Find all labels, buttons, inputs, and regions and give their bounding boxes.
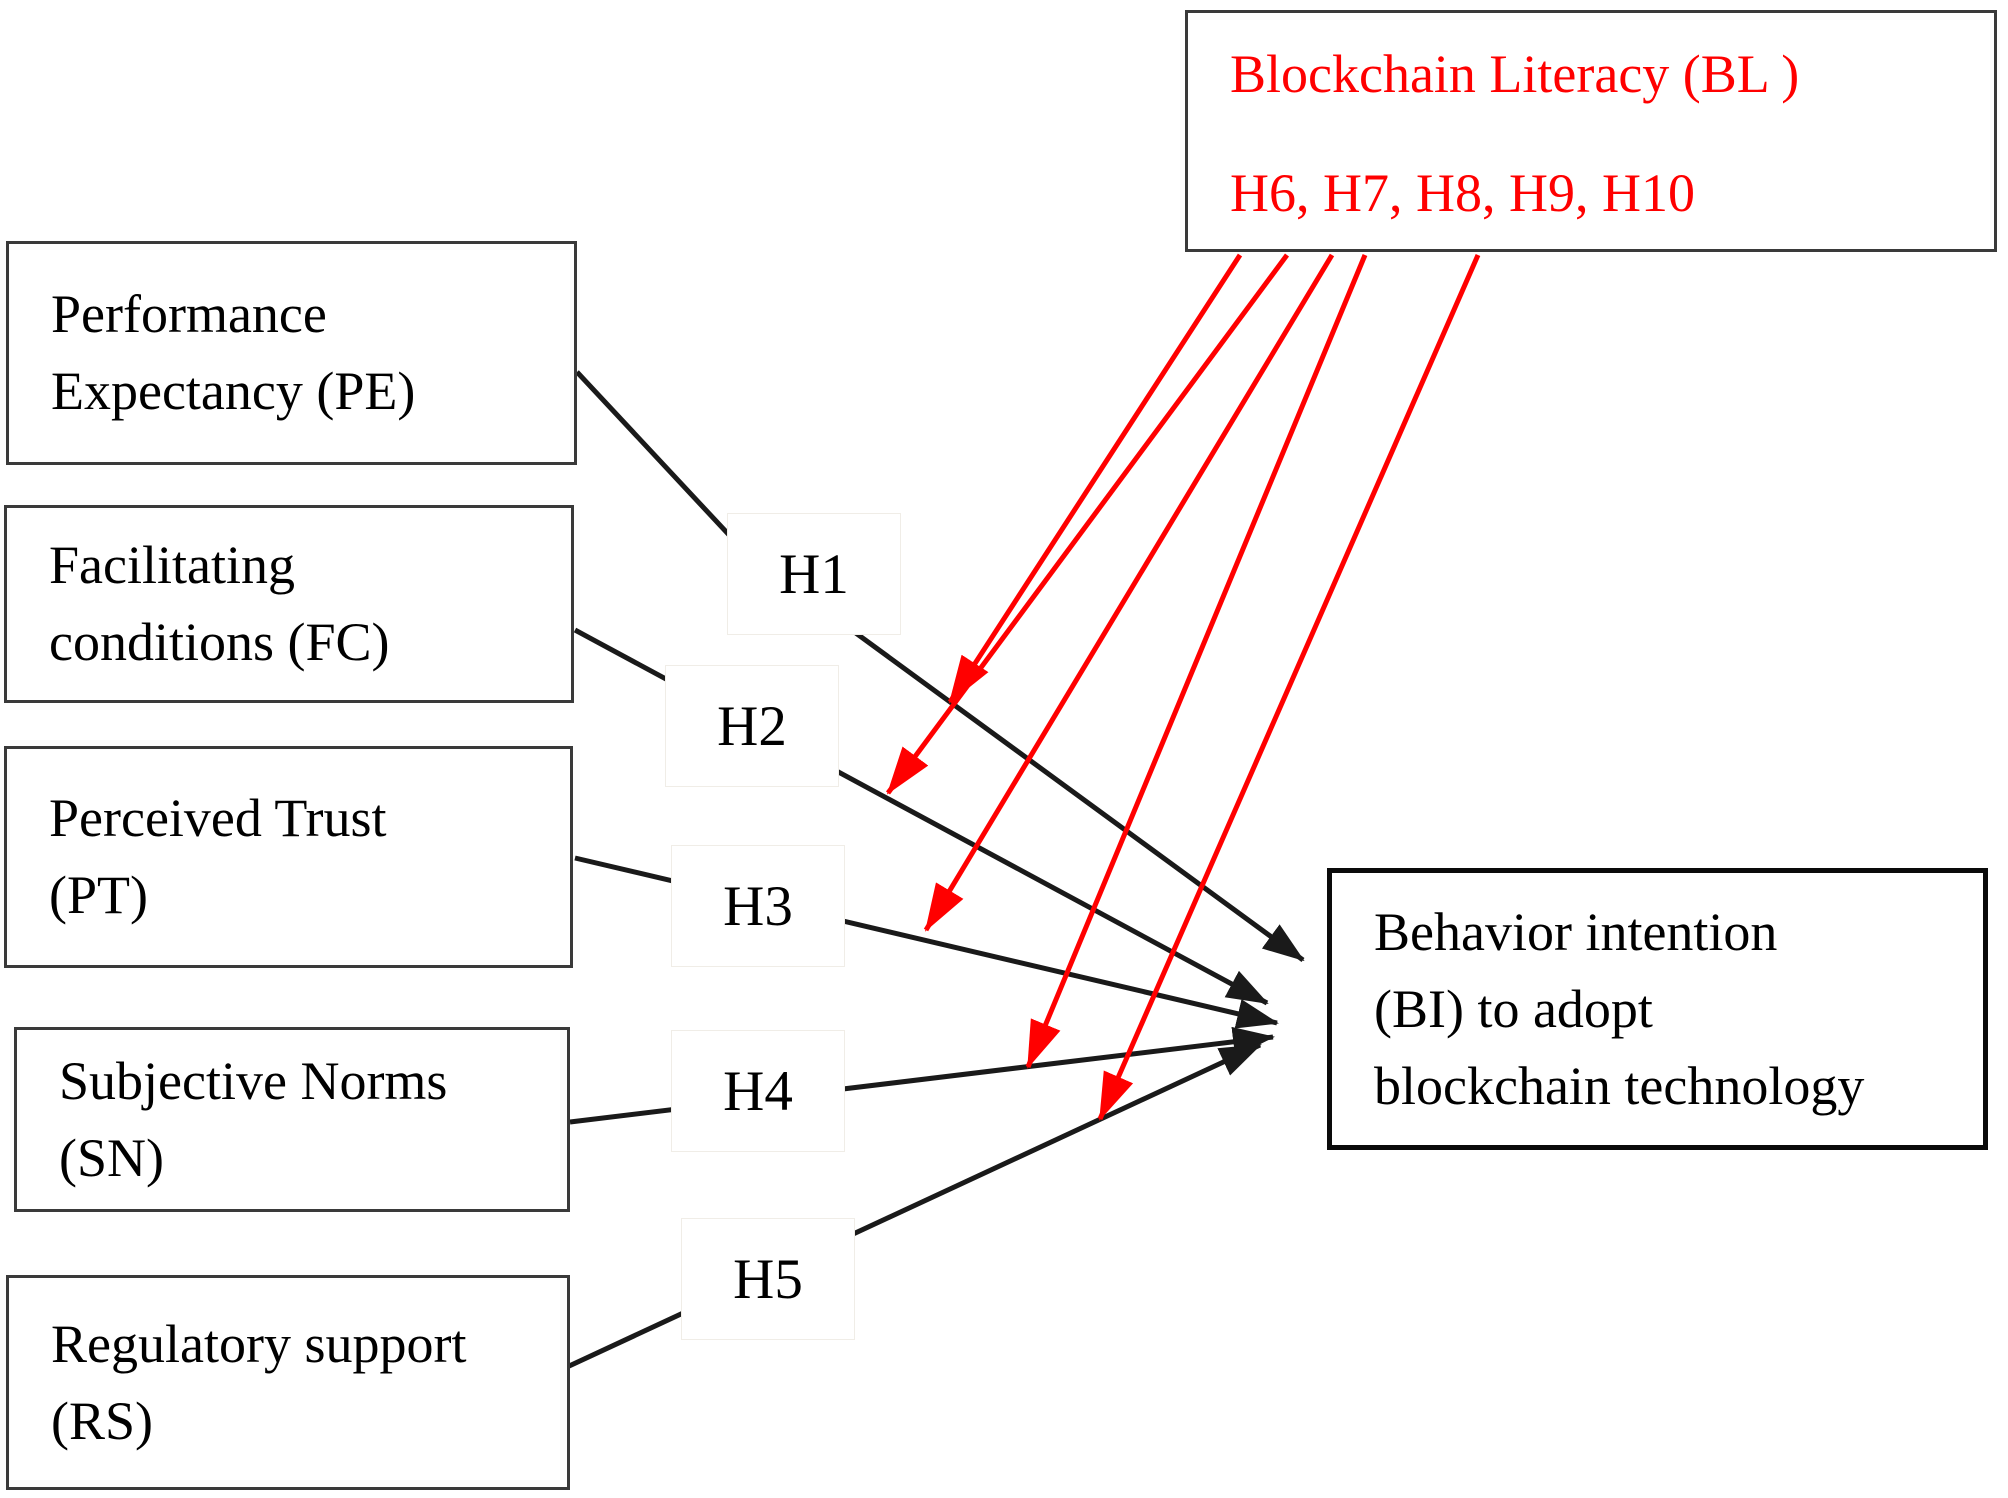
- hypothesis-label-h2: H2: [665, 665, 839, 787]
- behavior-intention-box: Behavior intention (BI) to adopt blockch…: [1327, 868, 1988, 1150]
- performance-expectancy-line2: Expectancy (PE): [51, 361, 416, 421]
- subjective-norms-line2: (SN): [59, 1127, 164, 1188]
- hypothesis-label-h1: H1: [727, 513, 901, 635]
- performance-expectancy-box: Performance Expectancy (PE): [6, 241, 577, 465]
- hypothesis-label-h5: H5: [681, 1218, 855, 1340]
- subjective-norms-box: Subjective Norms (SN): [14, 1027, 570, 1212]
- regulatory-support-box: Regulatory support (RS): [6, 1275, 570, 1490]
- blockchain-literacy-hypotheses: H6, H7, H8, H9, H10: [1230, 163, 1695, 223]
- blockchain-literacy-box: Blockchain Literacy (BL ) H6, H7, H8, H9…: [1185, 10, 1997, 252]
- hypothesis-label-h4: H4: [671, 1030, 845, 1152]
- perceived-trust-line1: Perceived Trust: [49, 788, 387, 848]
- bl-moderation-arrow-h9: [1025, 254, 1368, 1069]
- regulatory-support-line1: Regulatory support: [51, 1313, 467, 1374]
- blockchain-literacy-title: Blockchain Literacy (BL ): [1230, 44, 1800, 104]
- facilitating-conditions-line2: conditions (FC): [49, 612, 390, 672]
- bl-moderation-arrow-h10: [1097, 253, 1481, 1121]
- regulatory-support-line2: (RS): [51, 1390, 154, 1451]
- bl-moderation-arrow-h6: [947, 253, 1243, 704]
- behavior-intention-line3: blockchain technology: [1374, 1055, 1865, 1116]
- performance-expectancy-line1: Performance: [51, 284, 327, 344]
- facilitating-conditions-box: Facilitating conditions (FC): [4, 505, 574, 703]
- bl-moderation-arrow-h8: [923, 253, 1335, 932]
- hypothesis-label-h3: H3: [671, 845, 845, 967]
- facilitating-conditions-line1: Facilitating: [49, 535, 295, 595]
- perceived-trust-box: Perceived Trust (PT): [4, 746, 573, 968]
- subjective-norms-line1: Subjective Norms: [59, 1050, 448, 1111]
- perceived-trust-line2: (PT): [49, 865, 148, 925]
- bl-moderation-arrow-h7: [885, 253, 1290, 795]
- behavior-intention-line2: (BI) to adopt: [1374, 978, 1653, 1039]
- behavior-intention-line1: Behavior intention: [1374, 901, 1778, 962]
